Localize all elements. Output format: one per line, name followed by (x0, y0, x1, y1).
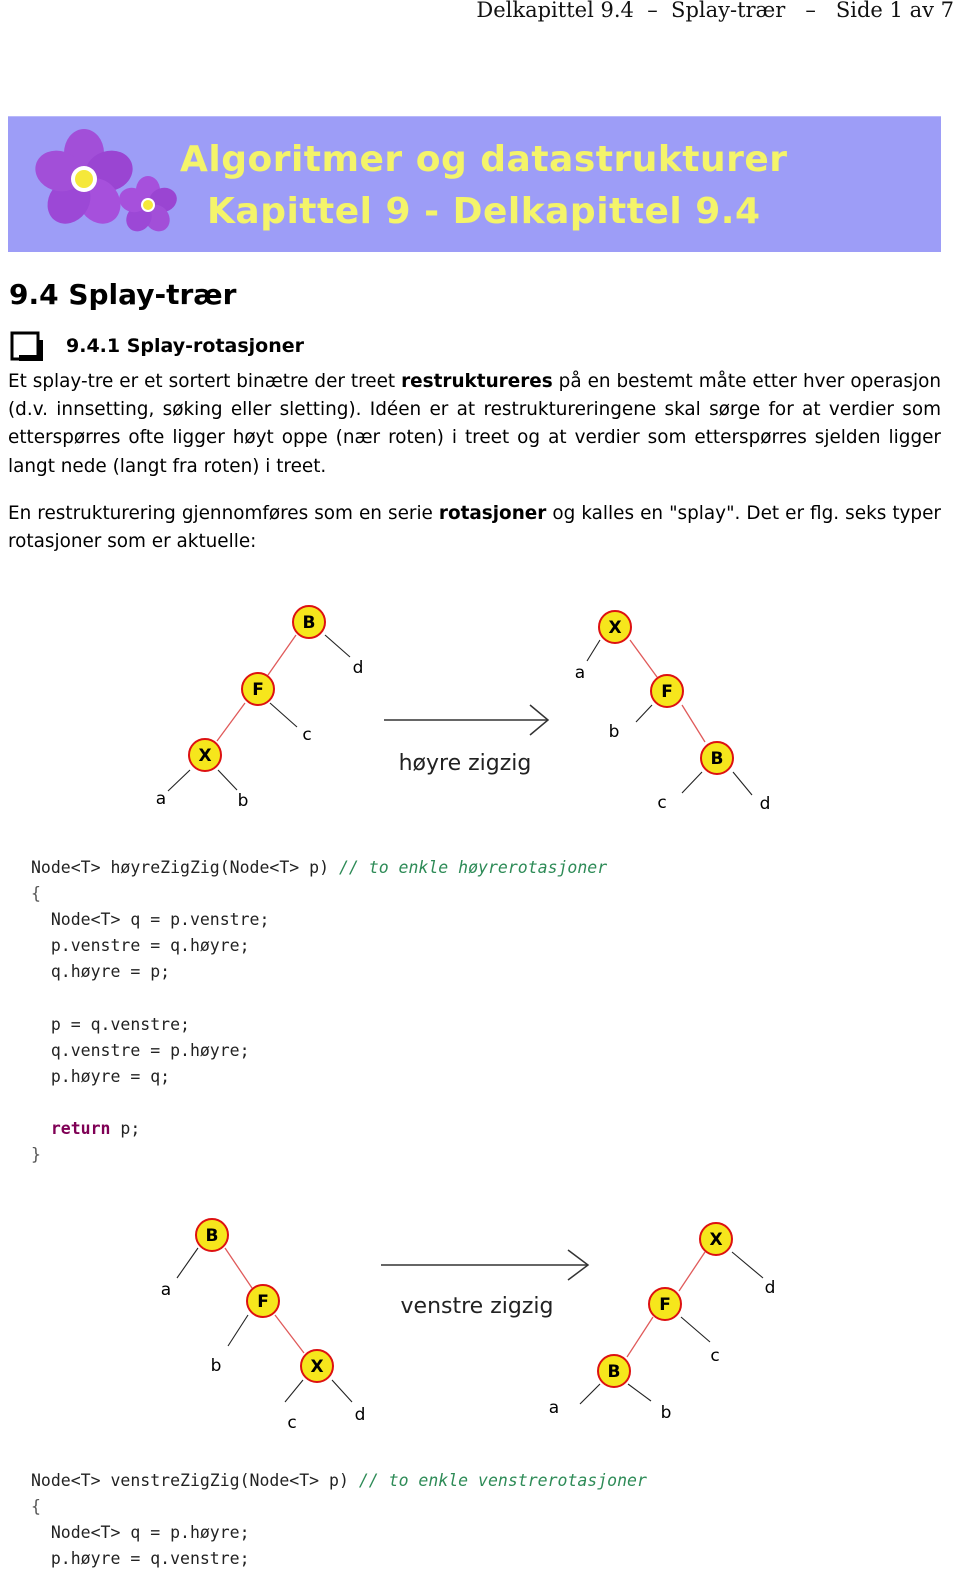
node-label: B (206, 1226, 219, 1246)
leaf-label: d (353, 658, 364, 678)
tree-node (246, 1284, 280, 1318)
right-zigzig-diagram: B F X X F B d c a b a b c d høyre zigzig (156, 605, 771, 814)
leaf-label: b (238, 791, 249, 811)
rotation-label: høyre zigzig (399, 751, 532, 776)
intro-paragraph: Et splay-tre er et sortert binætre der t… (8, 371, 942, 477)
arrow-icon (381, 1249, 590, 1281)
tree-node (292, 605, 326, 639)
leaf-label: a (156, 789, 166, 809)
leaf-label: a (549, 1398, 559, 1418)
chapter-banner: Algoritmer og datastrukturer Kapittel 9 … (8, 116, 941, 252)
leaf-label: d (765, 1278, 776, 1298)
arrow-icon (384, 704, 550, 736)
rotation-label: venstre zigzig (401, 1294, 554, 1319)
banner-subtitle: Kapittel 9 - Delkapittel 9.4 (207, 191, 761, 232)
node-label: B (711, 749, 724, 769)
leaf-label: b (609, 722, 620, 742)
book-icon (10, 331, 43, 361)
tree-node (650, 674, 684, 708)
tree-node (300, 1349, 334, 1383)
running-header: Delkapittel 9.4 – Splay-trær – Side 1 av… (476, 0, 954, 22)
leaf-label: c (710, 1346, 719, 1366)
node-label: F (661, 682, 673, 702)
leaf-label: c (302, 725, 311, 745)
banner-title: Algoritmer og datastrukturer (180, 139, 788, 180)
tree-node (699, 1222, 733, 1256)
node-label: X (198, 746, 211, 766)
node-label: F (252, 680, 264, 700)
tree-node (598, 610, 632, 644)
leaf-label: d (760, 794, 771, 814)
tree-node (597, 1354, 631, 1388)
leaf-label: b (211, 1356, 222, 1376)
subsection-heading: 9.4.1 Splay-rotasjoner (66, 335, 305, 357)
node-label: F (659, 1295, 671, 1315)
node-label: F (257, 1292, 269, 1312)
flower-logo-icon (35, 129, 177, 232)
tree-node (700, 741, 734, 775)
tree-node (188, 738, 222, 772)
node-label: B (303, 613, 316, 633)
code-block-right-zigzig: Node<T> høyreZigZig(Node<T> p) // to enk… (31, 858, 608, 1165)
node-label: X (709, 1230, 722, 1250)
leaf-label: c (657, 793, 666, 813)
code-block-left-zigzig: Node<T> venstreZigZig(Node<T> p) // to e… (31, 1471, 647, 1569)
node-label: B (608, 1362, 621, 1382)
node-label: X (608, 618, 621, 638)
node-label: X (310, 1357, 323, 1377)
tree-node (195, 1218, 229, 1252)
leaf-label: c (287, 1413, 296, 1433)
leaf-label: a (161, 1280, 171, 1300)
tree-node (241, 672, 275, 706)
leaf-label: d (355, 1405, 366, 1425)
section-heading: 9.4 Splay-trær (9, 278, 237, 311)
tree-node (648, 1287, 682, 1321)
leaf-label: b (661, 1403, 672, 1423)
leaf-label: a (575, 663, 585, 683)
rotation-paragraph: En restrukturering gjennomføres som en s… (8, 503, 941, 553)
left-zigzig-diagram: B F X X F B a b c d d c a b venstre zigz… (161, 1218, 776, 1433)
